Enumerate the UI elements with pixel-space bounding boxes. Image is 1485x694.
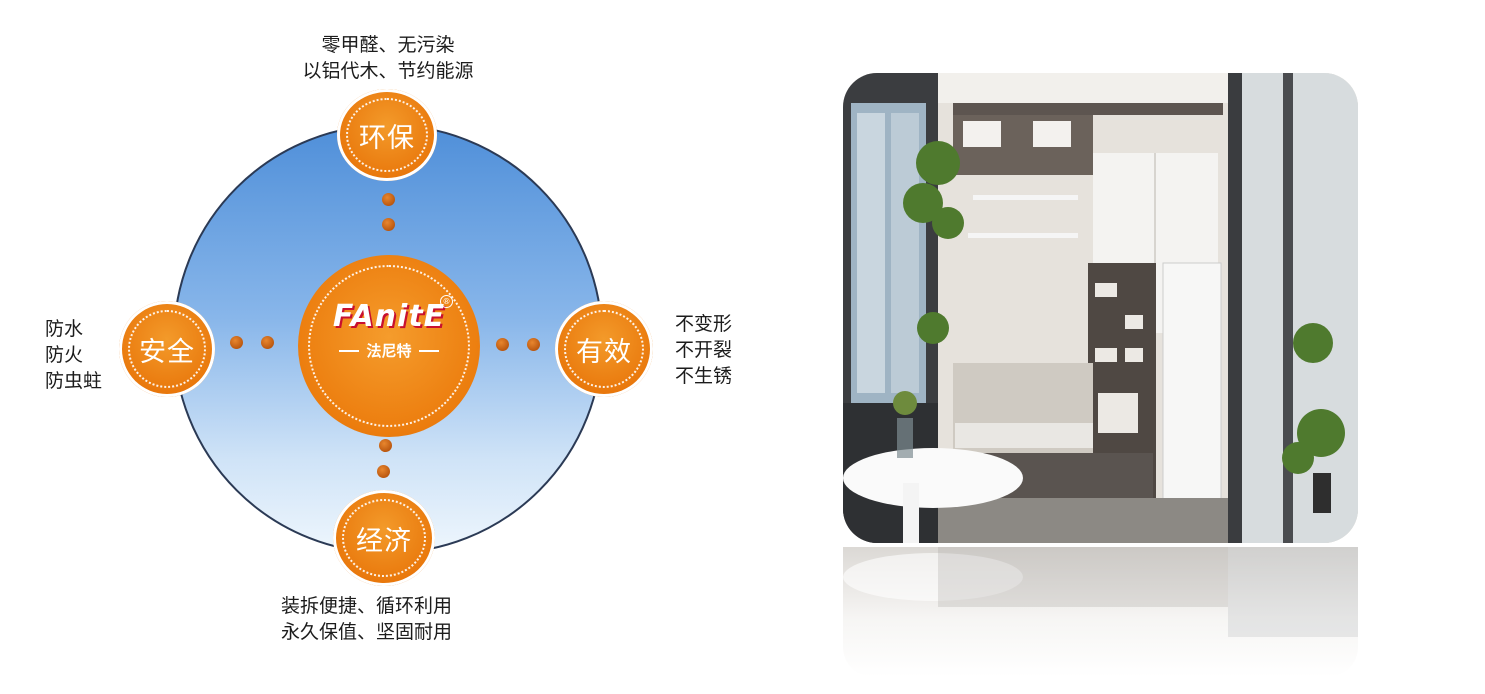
effective-description: 不变形 不开裂 不生锈 xyxy=(675,311,732,389)
brand-name: FAnitE xyxy=(332,299,446,334)
balcony-illustration xyxy=(843,73,1358,543)
connector-dot xyxy=(496,338,509,351)
connector-dot xyxy=(527,338,540,351)
connector-dot xyxy=(379,439,392,452)
effective-line-2: 不开裂 xyxy=(675,339,733,361)
safety-line-1: 防水 xyxy=(45,318,84,340)
node-economy-label: 经济 xyxy=(356,525,412,557)
connector-dot xyxy=(261,336,274,349)
reflection-illustration xyxy=(843,547,1358,637)
logo-line-left xyxy=(339,350,359,352)
connector-dot xyxy=(377,465,390,478)
effective-line-1: 不变形 xyxy=(675,313,733,335)
node-environment-label: 环保 xyxy=(359,122,415,154)
balcony-photo xyxy=(843,73,1358,543)
node-economy: 经济 xyxy=(333,490,435,586)
connector-dot xyxy=(230,336,243,349)
brand-chinese-name: 法尼特 xyxy=(366,342,412,360)
safety-line-2: 防火 xyxy=(45,344,84,366)
logo-line-right xyxy=(419,350,439,352)
node-safety-label: 安全 xyxy=(139,336,195,368)
safety-line-3: 防虫蛀 xyxy=(45,370,103,392)
node-effective: 有效 xyxy=(555,301,653,397)
economy-line-1: 装拆便捷、循环利用 xyxy=(281,595,453,617)
node-safety: 安全 xyxy=(119,301,215,397)
environment-line-2: 以铝代木、节约能源 xyxy=(302,60,474,82)
node-environment: 环保 xyxy=(337,89,437,181)
economy-description: 装拆便捷、循环利用 永久保值、坚固耐用 xyxy=(281,593,452,645)
environment-description: 零甲醛、无污染 以铝代木、节约能源 xyxy=(282,32,494,84)
features-diagram: 环保 安全 有效 经济 FAnitE ® 法尼特 零甲醛、无污染 以铝代木、节约… xyxy=(45,32,732,645)
safety-description: 防水 防火 防虫蛀 xyxy=(45,316,102,394)
economy-line-2: 永久保值、坚固耐用 xyxy=(281,621,453,643)
brand-logo: FAnitE ® 法尼特 xyxy=(331,295,453,369)
effective-line-3: 不生锈 xyxy=(675,365,733,387)
node-effective-label: 有效 xyxy=(576,336,632,368)
registered-mark: ® xyxy=(440,295,453,308)
photo-reflection xyxy=(843,547,1358,677)
connector-dot xyxy=(382,193,395,206)
environment-line-1: 零甲醛、无污染 xyxy=(321,34,455,56)
center-logo-circle: FAnitE ® 法尼特 xyxy=(298,255,480,437)
connector-dot xyxy=(382,218,395,231)
